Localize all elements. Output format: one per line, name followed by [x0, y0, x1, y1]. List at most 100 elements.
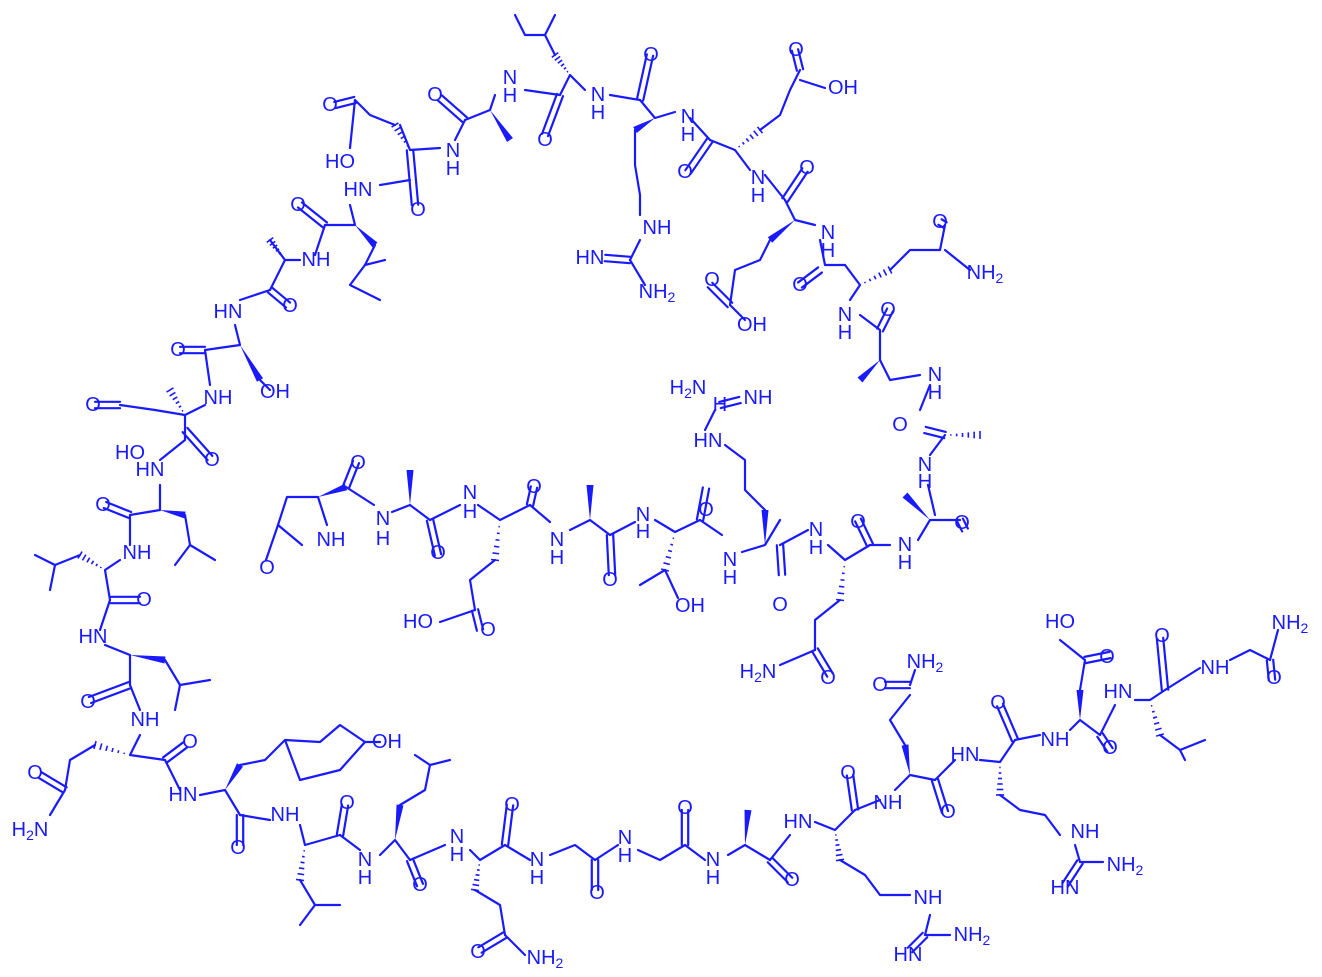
hashed-bond [835, 858, 845, 862]
thr1-backbone [653, 518, 702, 534]
arg3-nh: HN [784, 811, 813, 833]
hashed-bond [297, 872, 305, 876]
gln3-nh: NH [131, 709, 160, 731]
ala8-nh: N [706, 849, 720, 871]
leu3-co-o: O [95, 494, 111, 516]
hashed-bond [90, 560, 95, 565]
arg3-side-nh: NH [914, 887, 943, 909]
hashed-bond [1152, 716, 1158, 719]
arg2-nh: N [681, 106, 695, 128]
arg2-nh-h: H [681, 124, 695, 146]
double-bond [1084, 657, 1112, 665]
arg2-side-nh: NH [643, 217, 672, 239]
hashed-bond [111, 747, 114, 753]
leu4-side [33, 553, 82, 567]
gln1-nh: N [809, 519, 823, 541]
bond [188, 543, 217, 562]
asp3-side [1058, 638, 1087, 692]
bond [638, 568, 667, 587]
double-bond [635, 53, 648, 101]
gly1-backbone [548, 843, 597, 862]
hashed-bond [493, 545, 500, 548]
hashed-bond [835, 598, 845, 602]
hashed-bond [835, 853, 843, 857]
double-bond [766, 861, 789, 884]
pyroglu-ring-nh: NH [317, 529, 346, 551]
arg2-side-imine: HN [576, 247, 605, 269]
gln1-backbone [826, 543, 872, 562]
wedge-bond [355, 225, 378, 248]
hashed-bond [99, 566, 102, 569]
thr1-co-o: O [698, 499, 714, 521]
double-bond [334, 102, 357, 110]
arg1-backbone [740, 518, 782, 554]
bond [268, 258, 287, 292]
double-bond [436, 99, 464, 124]
leu5-side [163, 658, 212, 687]
double-bond [881, 310, 894, 333]
leu7-backbone [378, 838, 412, 862]
leu8-side [1158, 733, 1207, 752]
wedge-bond [586, 485, 594, 520]
bond [943, 248, 972, 272]
hashed-bond [1155, 733, 1165, 737]
asp2-co-o: O [204, 449, 220, 471]
ser1-co-o: O [170, 339, 186, 361]
double-bond [845, 774, 853, 812]
leu2-backbone [323, 203, 357, 227]
leu8-nh: HN [1104, 681, 1133, 703]
double-bond [405, 149, 413, 207]
gln1-side-o: O [820, 667, 836, 689]
bond [48, 788, 67, 817]
hashed-bond [475, 873, 480, 877]
tyr1-co-o: O [230, 837, 246, 859]
leu7-nh-h: H [358, 867, 372, 889]
gln5-backbone [893, 773, 937, 792]
double-bond [796, 266, 820, 284]
gln4-nh: N [450, 826, 464, 848]
hashed-bond [172, 396, 178, 401]
hashed-bond [492, 552, 500, 555]
hashed-bond [557, 59, 563, 64]
hashed-bond [749, 134, 754, 140]
hashed-bond [275, 248, 280, 252]
bond [798, 78, 827, 90]
double-bond [790, 49, 798, 72]
hashed-bond [554, 55, 561, 61]
double-bond [684, 137, 709, 172]
ala4-co-o: O [892, 414, 908, 436]
double-bond [995, 705, 1014, 743]
thr1-nh: N [636, 504, 650, 526]
asp2-nh: NH [204, 387, 233, 409]
hashed-bond [835, 843, 840, 847]
double-bond [1061, 859, 1079, 885]
double-bond [719, 402, 742, 410]
bond [378, 178, 412, 187]
bond-lines [33, 13, 1280, 957]
gly3-nh: NH [1201, 657, 1230, 679]
arg1-side-h: H [713, 394, 727, 416]
hashed-bond [298, 867, 305, 870]
double-bond [480, 936, 508, 954]
gln2-co-o: O [792, 274, 808, 296]
leu3-backbone [128, 483, 162, 517]
gly1-nh-h: H [530, 867, 544, 889]
glu3-nh: N [751, 167, 765, 189]
double-bond [771, 856, 794, 879]
ala3-nh: N [898, 534, 912, 556]
gln4-co-o: O [504, 794, 520, 816]
glu3-side-o: O [788, 39, 804, 61]
double-bond [859, 517, 874, 545]
double-bond [816, 647, 834, 675]
gly3-backbone [1228, 648, 1272, 662]
ala6-co-o: O [427, 84, 443, 106]
ala3-co-o: O [954, 512, 970, 534]
asp1-nh: N [446, 140, 460, 162]
glu2-side-oh: OH [737, 314, 767, 336]
bond [703, 408, 717, 432]
ala3-nh-h: H [898, 552, 912, 574]
arg1-co-o: O [772, 594, 788, 616]
double-bond [300, 201, 329, 224]
glu3-backbone [708, 138, 752, 172]
